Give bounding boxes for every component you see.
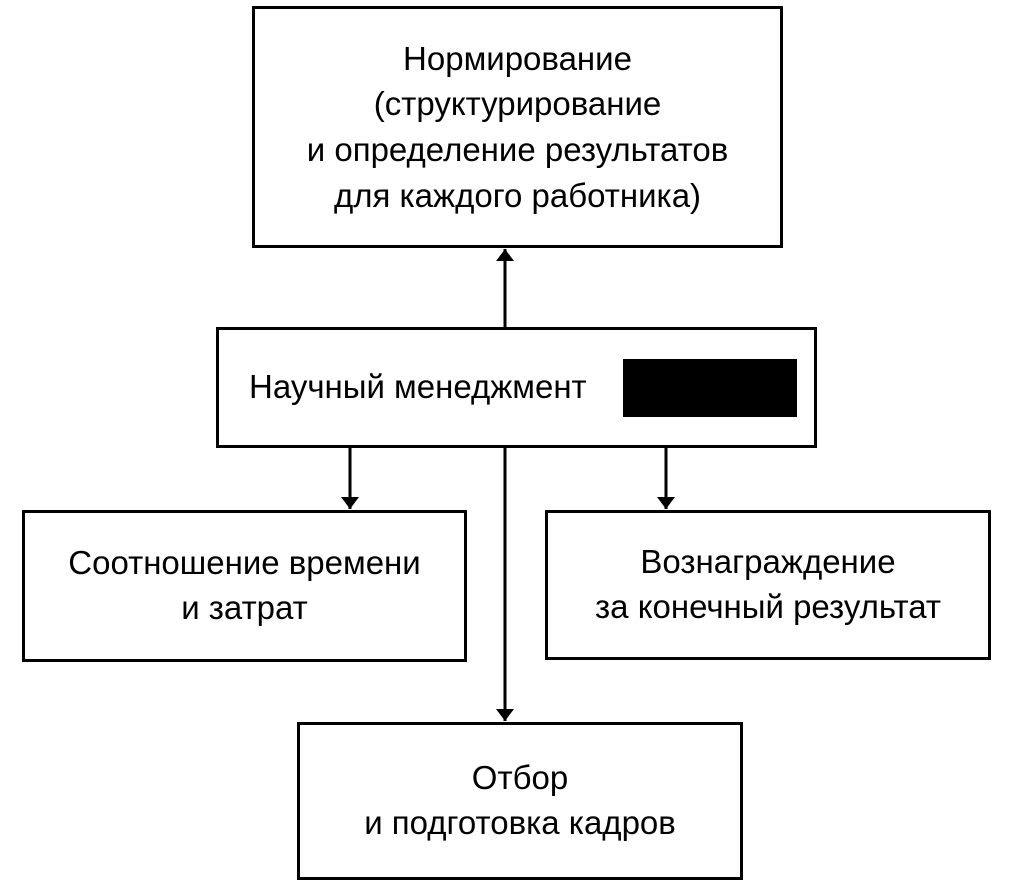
time-cost-ratio-text: Соотношение времени и затрат [68, 541, 420, 630]
time-cost-line-1: Соотношение времени [68, 544, 421, 582]
staff-selection-box: Отбор и подготовка кадров [297, 722, 743, 880]
reward-box: Вознаграждение за конечный результат [545, 510, 991, 660]
norming-line-3: и определение результатов [306, 131, 729, 168]
norming-line-2: (структурирование [373, 85, 662, 123]
scientific-management-text: Научный менеджмент [249, 368, 587, 406]
reward-text: Вознаграждение за конечный результат [595, 540, 941, 629]
norming-line-1: Нормирование [403, 39, 632, 77]
norming-box: Нормирование (структурирование и определ… [252, 6, 783, 248]
norming-line-4: для каждого работника) [333, 176, 702, 214]
time-cost-ratio-box: Соотношение времени и затрат [22, 510, 467, 662]
staff-selection-text: Отбор и подготовка кадров [364, 756, 676, 845]
norming-text: Нормирование (структурирование и определ… [307, 36, 729, 218]
staff-selection-line-2: и подготовка кадров [364, 804, 676, 841]
reward-line-1: Вознаграждение [640, 543, 896, 581]
staff-selection-line-1: Отбор [471, 759, 569, 797]
redaction-bar [623, 359, 797, 417]
reward-line-2: за конечный результат [595, 588, 941, 625]
time-cost-line-2: и затрат [181, 589, 308, 626]
